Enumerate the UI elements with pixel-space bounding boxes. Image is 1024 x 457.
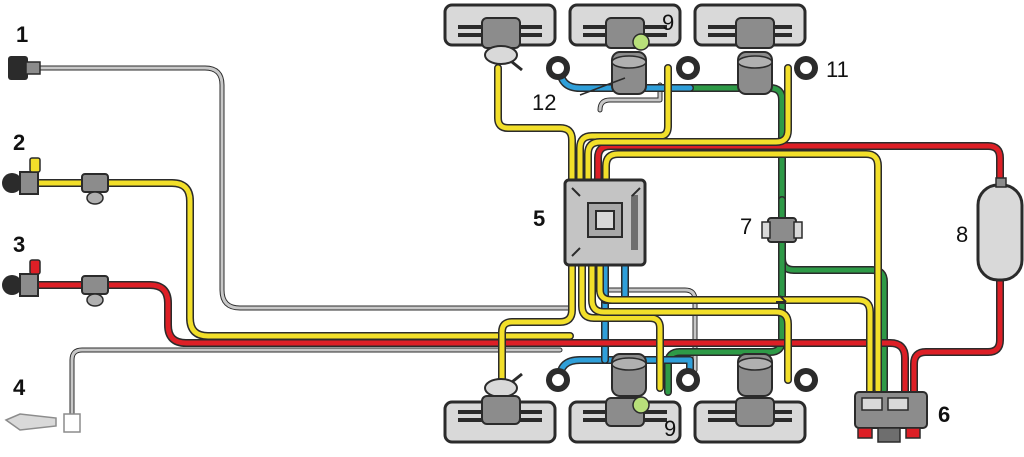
- label-5: 5: [533, 206, 545, 231]
- wheel-sensor-top-2: [676, 56, 700, 80]
- air-reservoir-8: [976, 177, 1024, 282]
- wear-indicator-bottom: [632, 396, 650, 414]
- label-6: 6: [938, 402, 950, 427]
- label-2: 2: [13, 130, 25, 155]
- label-9-bottom: 9: [664, 416, 676, 441]
- ebs-control-module: [563, 178, 647, 267]
- wheel-sensor-bottom-3: [794, 368, 818, 392]
- relay-valve-7: [761, 217, 803, 303]
- line-filter-yellow: [81, 173, 109, 205]
- label-12: 12: [532, 90, 556, 115]
- coupling-head-2: [2, 157, 41, 195]
- label-7: 7: [740, 214, 752, 239]
- grey-line-4: [69, 82, 698, 423]
- wheel-sensor-bottom-2: [676, 368, 700, 392]
- coupling-head-1: [8, 56, 41, 80]
- label-4: 4: [13, 375, 26, 400]
- label-8: 8: [956, 222, 968, 247]
- wheel-sensor-top-3: [794, 56, 818, 80]
- red-lines: [26, 142, 1004, 399]
- callout-labels: 1 2 3 4 5 6 7 8 9 9 11 12: [13, 10, 968, 441]
- line-filter-red: [81, 275, 109, 307]
- pipes: [26, 64, 1004, 423]
- label-11: 11: [826, 57, 849, 82]
- brake-chamber-bottom-middle: [605, 353, 647, 427]
- coupling-head-3: [2, 259, 41, 297]
- wear-indicator-top: [632, 33, 650, 51]
- grey-line-1: [37, 65, 573, 311]
- brake-chamber-bottom-right: [735, 353, 775, 427]
- brake-chamber-top-middle: [605, 17, 647, 95]
- brake-chamber-top-left: [481, 17, 523, 72]
- yellow-lines: [26, 64, 882, 396]
- brake-chamber-top-right: [735, 17, 775, 95]
- label-1: 1: [16, 22, 28, 47]
- trailer-control-valve-6: [854, 391, 928, 443]
- brake-chamber-bottom-left: [481, 372, 523, 425]
- top-axle: [443, 3, 818, 95]
- label-9-top: 9: [662, 10, 674, 35]
- leader-line-12: [579, 77, 626, 96]
- wheel-sensor-bottom-1: [546, 368, 570, 392]
- label-3: 3: [13, 232, 25, 257]
- electrical-connector-4: [4, 413, 81, 433]
- wheel-sensor-top-1: [546, 56, 570, 80]
- bottom-axle: [443, 353, 818, 444]
